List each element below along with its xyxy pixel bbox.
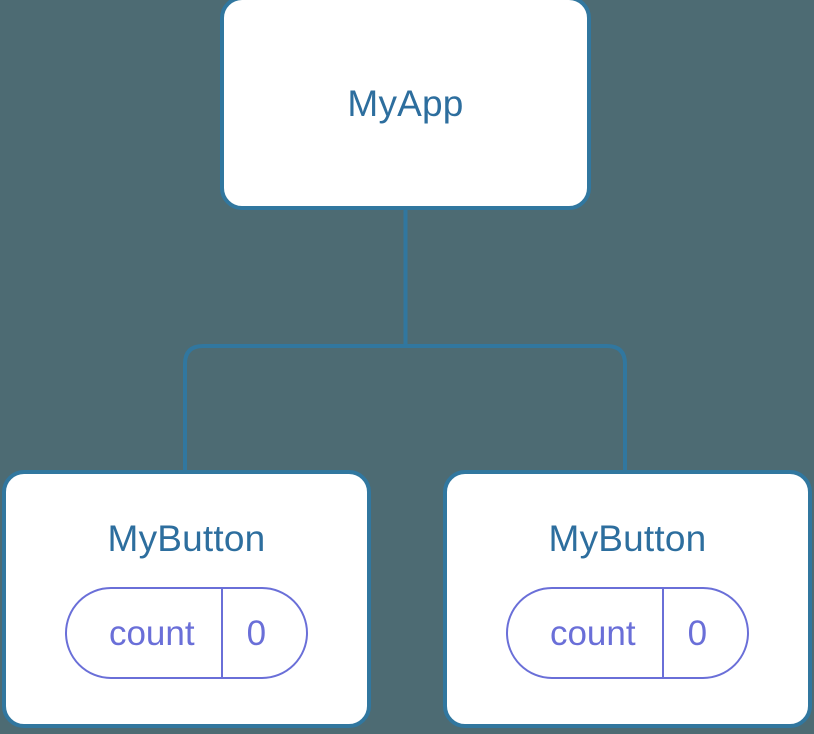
node-title: MyButton: [548, 518, 707, 559]
state-value: 0: [220, 589, 306, 677]
state-value: 0: [661, 589, 747, 677]
node-mybutton-1[interactable]: MyButton count 0: [443, 470, 812, 728]
state-pill[interactable]: count 0: [505, 587, 750, 679]
state-key: count: [549, 613, 636, 653]
state-pill[interactable]: count 0: [64, 587, 309, 679]
edge-root-to-children: [183, 344, 627, 470]
node-myapp[interactable]: MyApp: [220, 0, 591, 210]
node-title: MyApp: [347, 82, 464, 124]
node-title: MyButton: [107, 518, 266, 559]
node-mybutton-0[interactable]: MyButton count 0: [2, 470, 371, 728]
state-key: count: [108, 613, 195, 653]
